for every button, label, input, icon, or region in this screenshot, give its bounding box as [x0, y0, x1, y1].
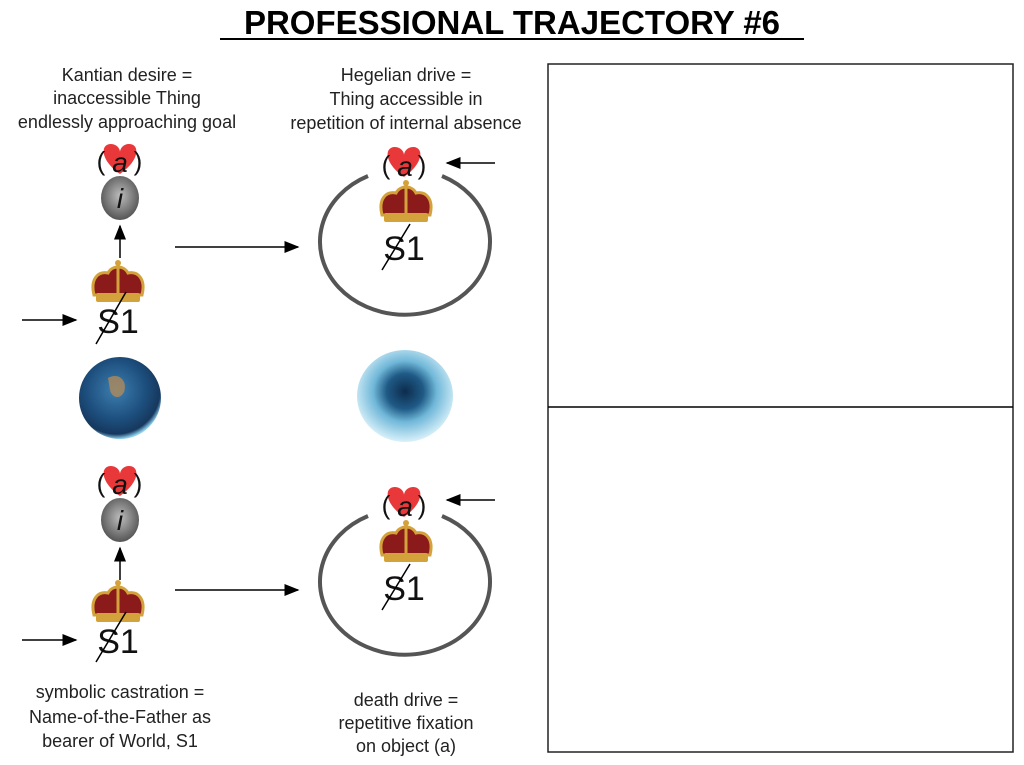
earth-icon	[79, 357, 161, 439]
bar-slash	[381, 223, 411, 271]
svg-text:): )	[418, 150, 427, 180]
loop-circle	[318, 174, 492, 317]
crown-icon	[379, 178, 433, 224]
svg-text:on object (a): on object (a)	[356, 736, 456, 756]
barred-s1: S1	[383, 570, 425, 608]
object-a: a	[112, 469, 128, 500]
ice-hole-icon	[357, 350, 453, 442]
svg-text:Name-of-the-Father as: Name-of-the-Father as	[29, 707, 211, 727]
barred-s1: S1	[383, 230, 425, 268]
drive-loop-bottom: ( a ) S1	[175, 487, 495, 657]
svg-text:symbolic castration =: symbolic castration =	[36, 682, 205, 702]
crown-icon	[379, 518, 433, 564]
earth-continent	[108, 375, 125, 398]
object-a: a	[112, 147, 128, 178]
bottom-left-caption: symbolic castration = Name-of-the-Father…	[29, 682, 211, 751]
face-icon	[101, 176, 139, 220]
crown-icon	[91, 578, 145, 624]
ideal-i: i	[117, 505, 124, 536]
loop-circle	[318, 514, 492, 657]
crown-icon	[91, 258, 145, 304]
svg-text:death drive =: death drive =	[354, 690, 459, 710]
svg-text:endlessly approaching goal: endlessly approaching goal	[18, 112, 236, 132]
svg-text:): )	[418, 490, 427, 520]
svg-text:Kantian desire =: Kantian desire =	[62, 65, 193, 85]
barred-s1: S1	[97, 623, 139, 661]
object-a: a	[397, 491, 413, 522]
empty-box	[547, 63, 1014, 753]
top-left-caption: Kantian desire = inaccessible Thing endl…	[18, 65, 236, 132]
svg-text:inaccessible Thing: inaccessible Thing	[53, 88, 201, 108]
svg-text:repetition of internal absence: repetition of internal absence	[290, 113, 521, 133]
svg-text:): )	[134, 468, 143, 498]
svg-text:(: (	[97, 146, 106, 176]
bar-slash	[95, 611, 127, 663]
desire-stack-bottom: ( a ) i S1	[22, 466, 145, 663]
object-a: a	[397, 151, 413, 182]
drive-loop-top: ( a ) S1	[175, 147, 495, 317]
svg-text:Thing accessible in: Thing accessible in	[329, 89, 482, 109]
bottom-middle-caption: death drive = repetitive fixation on obj…	[338, 690, 473, 756]
svg-text:Hegelian drive =: Hegelian drive =	[341, 65, 472, 85]
svg-text:): )	[134, 146, 143, 176]
ideal-i: i	[117, 183, 124, 214]
desire-stack-top: ( a ) i S1	[22, 144, 145, 345]
bar-slash	[381, 563, 411, 611]
top-middle-caption: Hegelian drive = Thing accessible in rep…	[290, 65, 521, 133]
svg-text:(: (	[97, 468, 106, 498]
barred-s1: S1	[97, 303, 139, 341]
svg-text:(: (	[382, 490, 391, 520]
svg-text:(: (	[382, 150, 391, 180]
svg-text:bearer of World, S1: bearer of World, S1	[42, 731, 198, 751]
slide-title: PROFESSIONAL TRAJECTORY #6	[244, 4, 780, 41]
svg-text:repetitive fixation: repetitive fixation	[338, 713, 473, 733]
bar-slash	[95, 291, 127, 345]
face-icon	[101, 498, 139, 542]
